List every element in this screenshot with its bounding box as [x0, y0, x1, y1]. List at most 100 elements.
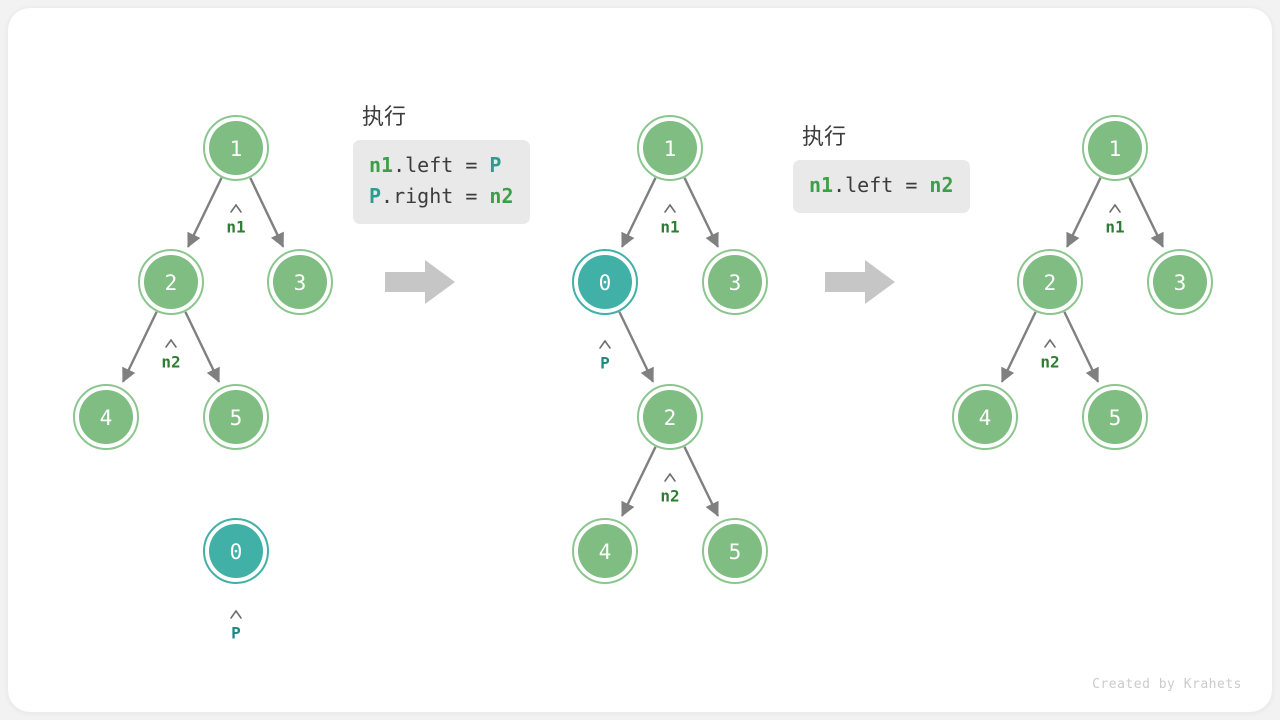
- tree-edge: [683, 446, 720, 517]
- node-value: 2: [1044, 271, 1057, 295]
- node-outer-ring: [203, 115, 269, 181]
- node-value: 2: [165, 271, 178, 295]
- step-2-title: 执行: [802, 125, 847, 150]
- tree-node: 1: [1081, 114, 1149, 182]
- node-value: 1: [230, 137, 243, 161]
- tree-node: 4: [951, 383, 1019, 451]
- tree-node: 2: [636, 383, 704, 451]
- code-line: P.right = n2: [369, 181, 514, 212]
- tree-node: 3: [1146, 248, 1214, 316]
- pointer-caret-icon: [230, 609, 242, 619]
- flow-arrow-2: [825, 260, 895, 304]
- node-circle: [209, 121, 263, 175]
- node-circle: [209, 524, 263, 578]
- node-outer-ring: [1082, 115, 1148, 181]
- pointer-caret-icon: [664, 203, 676, 213]
- pointer-label: n1: [660, 218, 679, 237]
- pointer-label-group: n1: [660, 203, 680, 237]
- flow-arrows-layer: [385, 260, 895, 304]
- node-circle: [1088, 121, 1142, 175]
- node-circle: [578, 255, 632, 309]
- pointer-label: n2: [161, 353, 180, 372]
- pointer-label: n1: [1105, 218, 1124, 237]
- node-circle: [79, 390, 133, 444]
- pointer-label-group: P: [230, 609, 242, 643]
- tree-node: 5: [1081, 383, 1149, 451]
- node-outer-ring: [572, 249, 638, 315]
- tree-edge: [683, 177, 720, 248]
- tree-edge: [249, 177, 285, 248]
- node-outer-ring: [1147, 249, 1213, 315]
- tree-edge: [1128, 177, 1165, 248]
- node-circle: [578, 524, 632, 578]
- node-value: 3: [294, 271, 307, 295]
- node-value: 5: [729, 540, 742, 564]
- node-value: 0: [230, 540, 243, 564]
- pointer-label-group: n1: [1105, 203, 1125, 237]
- pointer-caret-icon: [230, 203, 242, 213]
- node-value: 3: [1174, 271, 1187, 295]
- node-circle: [209, 390, 263, 444]
- tree-edge: [1000, 311, 1037, 383]
- pointer-caret-icon: [599, 339, 611, 349]
- code-token-plain: .left =: [393, 153, 490, 177]
- tree-node: 4: [72, 383, 140, 451]
- node-circle: [1153, 255, 1207, 309]
- node-value: 1: [664, 137, 677, 161]
- code-line: n1.left = P: [369, 150, 514, 181]
- node-outer-ring: [702, 518, 768, 584]
- tree-node: 3: [266, 248, 334, 316]
- code-token-var: n2: [929, 173, 954, 197]
- code-token-var: n1: [369, 153, 394, 177]
- pointer-caret-icon: [664, 472, 676, 482]
- node-circle: [708, 524, 762, 578]
- node-value: 2: [664, 406, 677, 430]
- node-outer-ring: [702, 249, 768, 315]
- tree-node: 5: [202, 383, 270, 451]
- tree-node: 3: [701, 248, 769, 316]
- node-outer-ring: [952, 384, 1018, 450]
- node-value: 4: [599, 540, 612, 564]
- node-circle: [1023, 255, 1077, 309]
- node-outer-ring: [637, 384, 703, 450]
- tree-node: 5: [701, 517, 769, 585]
- node-circle: [1088, 390, 1142, 444]
- tree-node: 1: [202, 114, 270, 182]
- tree-edge: [186, 177, 223, 248]
- flow-arrow-1: [385, 260, 455, 304]
- node-value: 0: [599, 271, 612, 295]
- tree-edge: [184, 311, 221, 383]
- pointer-label-group: n2: [161, 338, 181, 372]
- step-1-title: 执行: [362, 105, 407, 130]
- node-value: 4: [979, 406, 992, 430]
- code-token-plain: .right =: [381, 184, 490, 208]
- pointer-label-group: n2: [660, 472, 680, 506]
- code-token-var: n1: [809, 173, 834, 197]
- tree-node: 0: [571, 248, 639, 316]
- node-outer-ring: [1082, 384, 1148, 450]
- node-circle: [273, 255, 327, 309]
- pointer-caret-icon: [1109, 203, 1121, 213]
- pointer-label: P: [231, 624, 241, 643]
- pointer-label: n2: [660, 487, 679, 506]
- tree-edge: [618, 311, 655, 383]
- credit-text: Created by Krahets: [1092, 677, 1242, 692]
- tree-edge: [1065, 177, 1102, 248]
- pointer-label-group: n2: [1040, 338, 1060, 372]
- node-value: 3: [729, 271, 742, 295]
- code-token-ptr: P: [489, 153, 502, 177]
- tree-edge: [1063, 311, 1100, 383]
- node-outer-ring: [1017, 249, 1083, 315]
- tree-node: 4: [571, 517, 639, 585]
- node-outer-ring: [138, 249, 204, 315]
- tree-edge: [620, 446, 657, 517]
- pointer-caret-icon: [1044, 338, 1056, 348]
- code-token-ptr: P: [369, 184, 382, 208]
- pointer-label-group: n1: [226, 203, 246, 237]
- code-token-var: n2: [489, 184, 514, 208]
